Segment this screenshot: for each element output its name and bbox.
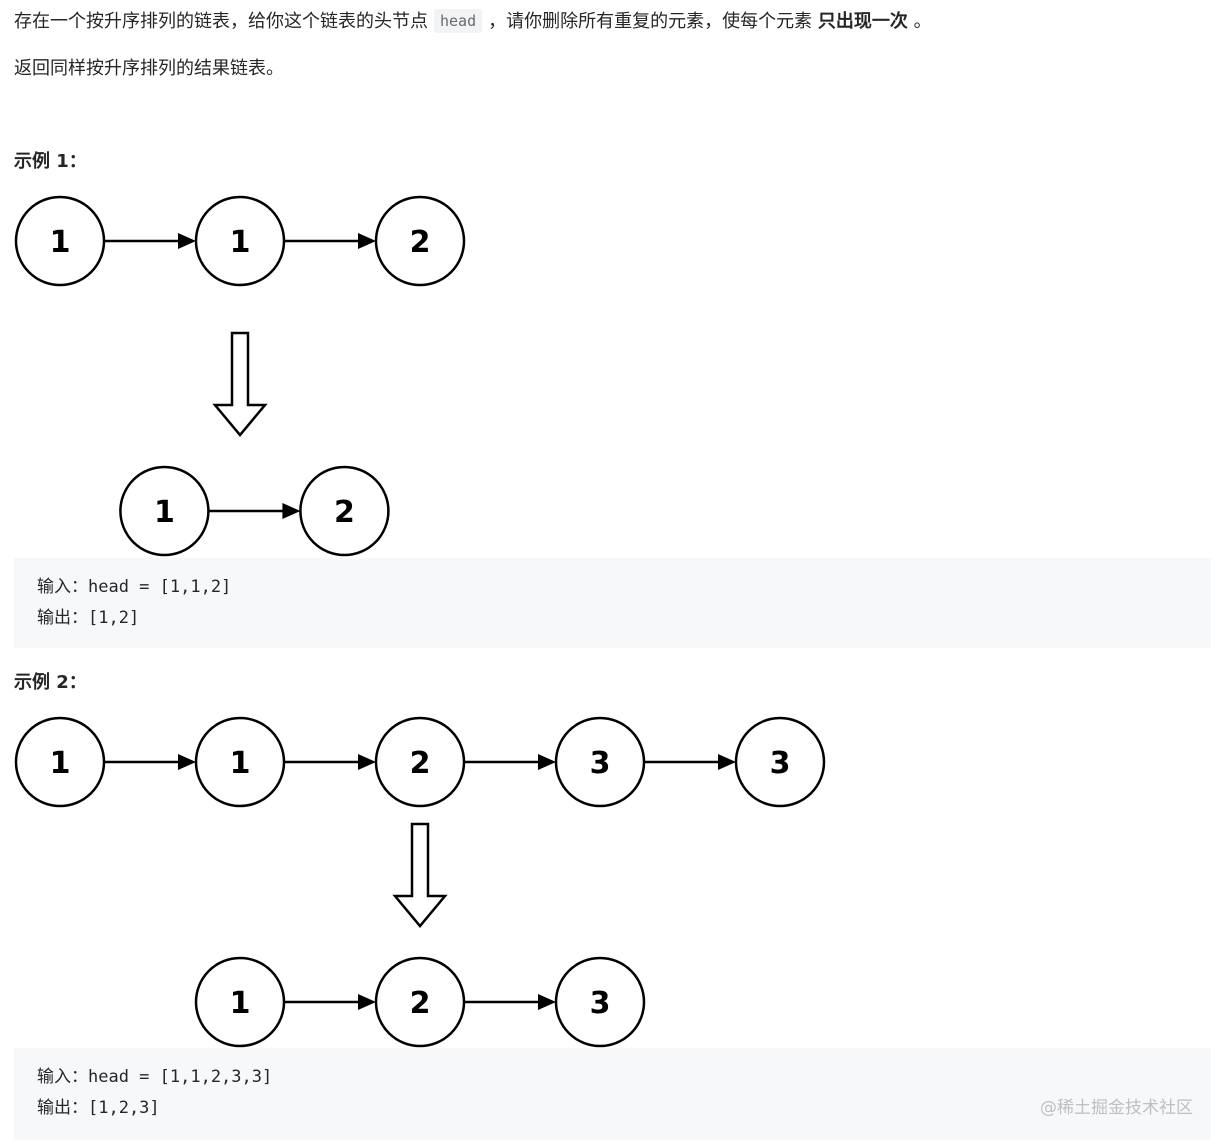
example-2-output-node-0-value: 1 <box>230 986 251 1021</box>
output-label: 输出： <box>37 608 88 628</box>
example-1-output-node-1 <box>299 465 390 557</box>
example-2-output-line: 输出：[1,2,3] <box>37 1093 1211 1124</box>
example-1-title: 示例 1： <box>14 151 87 172</box>
example-2-output-link-arrowhead-1 <box>538 994 556 1010</box>
example-2-title: 示例 2： <box>14 672 87 693</box>
example-1-output-value: [1,2] <box>88 608 140 628</box>
example-2-input-link-arrowhead-3 <box>718 754 736 770</box>
example-2-input-line: 输入：head = [1,1,2,3,3] <box>37 1062 1211 1093</box>
example-1-diagram: 1 1 2 1 2 <box>14 195 466 557</box>
input-label: 输入： <box>37 577 88 597</box>
example-2-input-node-2 <box>374 716 466 808</box>
example-1-transform-arrow <box>212 331 268 437</box>
example-1-output-link-arrowhead-0 <box>282 503 301 519</box>
example-2-code-block: 输入：head = [1,1,2,3,3] 输出：[1,2,3] <box>14 1048 1211 1140</box>
example-1-input-node-1-value: 1 <box>230 225 251 260</box>
example-1-input-node-2-value: 2 <box>410 225 431 260</box>
inline-code-head: head <box>434 9 483 33</box>
example-2-output-node-2 <box>554 956 646 1048</box>
example-2-input-node-2-value: 2 <box>410 746 431 781</box>
example-2-output-node-2-value: 3 <box>590 986 611 1021</box>
example-2-output-node-1 <box>374 956 466 1048</box>
example-2-input-link-arrowhead-1 <box>358 754 376 770</box>
input-label: 输入： <box>37 1067 88 1087</box>
example-2-input-node-1-value: 1 <box>230 746 251 781</box>
output-label: 输出： <box>37 1098 88 1118</box>
example-2-output-value: [1,2,3] <box>88 1098 160 1118</box>
example-2-input-link-arrowhead-2 <box>538 754 556 770</box>
example-1-input-line: 输入：head = [1,1,2] <box>37 572 1211 603</box>
example-2-input-node-3 <box>554 716 646 808</box>
example-1-input-link-arrowhead-1 <box>358 233 376 249</box>
example-1-output-node-0 <box>119 465 210 557</box>
example-2-input-node-1 <box>194 716 286 808</box>
example-2-output-node-1-value: 2 <box>410 986 431 1021</box>
problem-description: 存在一个按升序排列的链表，给你这个链表的头节点 head，请你删除所有重复的元素，… <box>14 9 932 34</box>
example-1-output-line: 输出：[1,2] <box>37 603 1211 634</box>
example-1-input-node-1 <box>194 195 286 287</box>
example-2-input-node-0 <box>14 716 106 808</box>
example-1-code-block: 输入：head = [1,1,2] 输出：[1,2] <box>14 558 1211 648</box>
example-2-output-node-0 <box>194 956 286 1048</box>
watermark: @稀土掘金技术社区 <box>1040 1098 1193 1118</box>
example-1-input-node-0 <box>14 195 106 287</box>
example-2-output-link-arrowhead-0 <box>358 994 376 1010</box>
example-1-output-node-0-value: 1 <box>154 495 175 530</box>
description-text-start: 存在一个按升序排列的链表，给你这个链表的头节点 <box>14 11 428 32</box>
example-1-input-link-arrowhead-0 <box>178 233 196 249</box>
example-2-input-link-arrowhead-0 <box>178 754 196 770</box>
example-1-input-value: head = [1,1,2] <box>88 577 232 597</box>
example-2-input-node-0-value: 1 <box>50 746 71 781</box>
example-2-input-node-4 <box>734 716 826 808</box>
example-2-transform-arrow <box>392 822 448 928</box>
problem-return-description: 返回同样按升序排列的结果链表。 <box>14 58 284 79</box>
example-1-output-node-1-value: 2 <box>334 495 355 530</box>
example-1-input-node-2 <box>374 195 466 287</box>
example-2-input-node-3-value: 3 <box>590 746 611 781</box>
description-text-end: 。 <box>913 11 932 32</box>
example-2-diagram: 1 1 2 3 3 1 2 3 <box>14 716 826 1048</box>
example-2-input-value: head = [1,1,2,3,3] <box>88 1067 273 1087</box>
example-1-input-node-0-value: 1 <box>50 225 71 260</box>
description-text-middle: ，请你删除所有重复的元素，使每个元素 <box>488 11 813 32</box>
description-emphasis: 只出现一次 <box>817 11 908 32</box>
example-2-input-node-4-value: 3 <box>770 746 791 781</box>
